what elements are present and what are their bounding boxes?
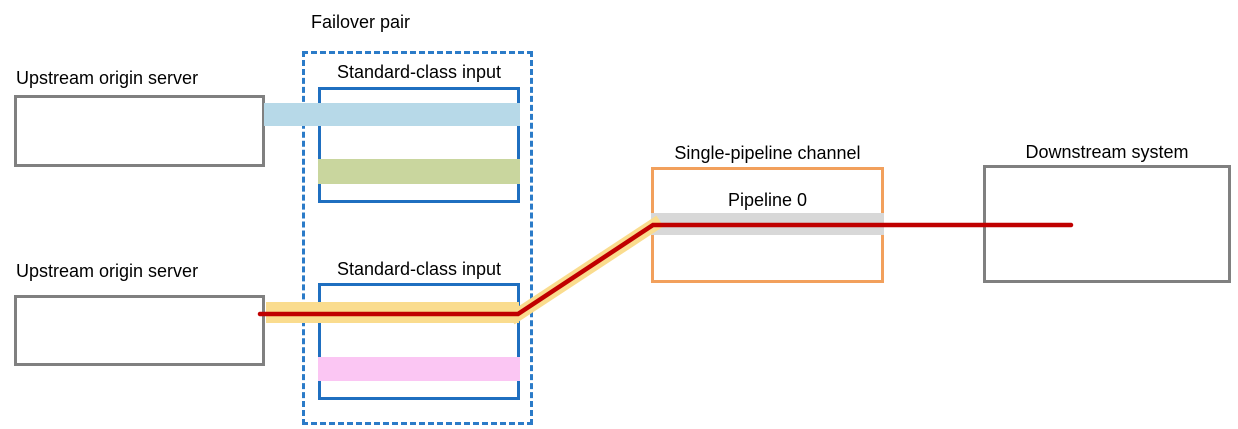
standard-class-input-label-top: Standard-class input [336,62,502,82]
downstream-system-box [983,165,1231,283]
input-connection-band-blue [264,103,520,126]
failover-pair-label: Failover pair [311,12,411,32]
upstream-origin-server-label-top: Upstream origin server [16,68,199,88]
upstream-origin-server-label-bottom: Upstream origin server [16,261,199,281]
pipeline-0-band [651,213,884,235]
single-pipeline-channel-label: Single-pipeline channel [674,143,861,163]
standard-class-input-box-bottom [318,283,520,400]
input-pipeline-band-olive [318,159,520,184]
pipeline-0-label: Pipeline 0 [727,190,808,210]
active-stream-highlight-band [266,302,519,323]
standard-class-input-label-bottom: Standard-class input [336,259,502,279]
upstream-origin-server-box-bottom [14,295,265,366]
upstream-origin-server-box-top [14,95,265,167]
standard-class-input-box-top [318,87,520,203]
active-stream-highlight-diagonal [507,215,664,325]
input-pipeline-band-pink [318,357,520,381]
downstream-system-label: Downstream system [1025,142,1189,162]
